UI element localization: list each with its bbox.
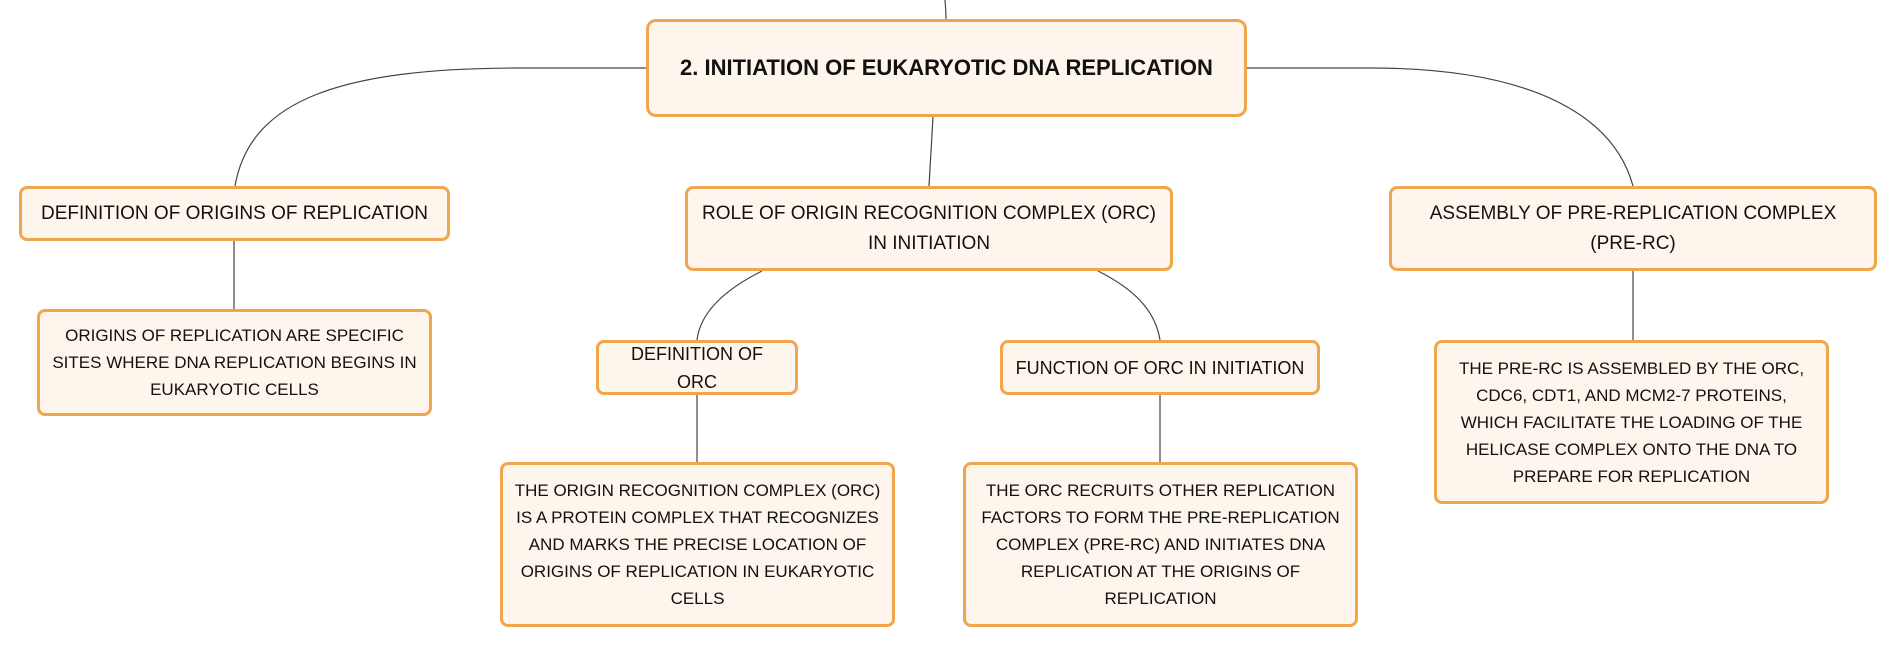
connector-root-to-prerc [1247,67,1634,187]
connector-orc-to-function [1097,270,1161,341]
topic-label-orc: ROLE OF ORIGIN RECOGNITION COMPLEX (ORC)… [702,202,1156,254]
subtopic-node-orc-function[interactable]: FUNCTION OF ORC IN INITIATION [1000,340,1320,395]
connector-orc-to-definition [696,270,763,341]
detail-node-orc-definition[interactable]: THE ORIGIN RECOGNITION COMPLEX (ORC) IS … [500,462,895,627]
central-topic-label: 2. INITIATION OF EUKARYOTIC DNA REPLICAT… [680,55,1213,80]
detail-node-prerc[interactable]: THE PRE-RC IS ASSEMBLED BY THE ORC, CDC6… [1434,340,1829,504]
detail-node-orc-function[interactable]: THE ORC RECRUITS OTHER REPLICATION FACTO… [963,462,1358,627]
detail-text-prerc: THE PRE-RC IS ASSEMBLED BY THE ORC, CDC6… [1458,358,1805,486]
topic-label-prerc: ASSEMBLY OF PRE-REPLICATION COMPLEX (PRE… [1429,202,1837,254]
detail-node-origins[interactable]: ORIGINS OF REPLICATION ARE SPECIFIC SITE… [37,309,432,416]
topic-node-orc[interactable]: ROLE OF ORIGIN RECOGNITION COMPLEX (ORC)… [685,186,1173,271]
subtopic-label-orc-definition: DEFINITION OF ORC [631,343,763,392]
subtopic-node-orc-definition[interactable]: DEFINITION OF ORC [596,340,798,395]
topic-node-origins[interactable]: DEFINITION OF ORIGINS OF REPLICATION [19,186,450,241]
connector-root-to-origins [234,67,646,187]
connector-parent-to-root [944,0,947,20]
detail-text-origins: ORIGINS OF REPLICATION ARE SPECIFIC SITE… [52,326,417,399]
connector-root-to-orc [928,116,934,187]
topic-node-prerc[interactable]: ASSEMBLY OF PRE-REPLICATION COMPLEX (PRE… [1389,186,1877,271]
detail-text-orc-function: THE ORC RECRUITS OTHER REPLICATION FACTO… [981,481,1340,608]
detail-text-orc-definition: THE ORIGIN RECOGNITION COMPLEX (ORC) IS … [514,481,881,608]
subtopic-label-orc-function: FUNCTION OF ORC IN INITIATION [1015,357,1305,378]
topic-label-origins: DEFINITION OF ORIGINS OF REPLICATION [40,202,429,224]
central-topic-node[interactable]: 2. INITIATION OF EUKARYOTIC DNA REPLICAT… [646,19,1247,117]
